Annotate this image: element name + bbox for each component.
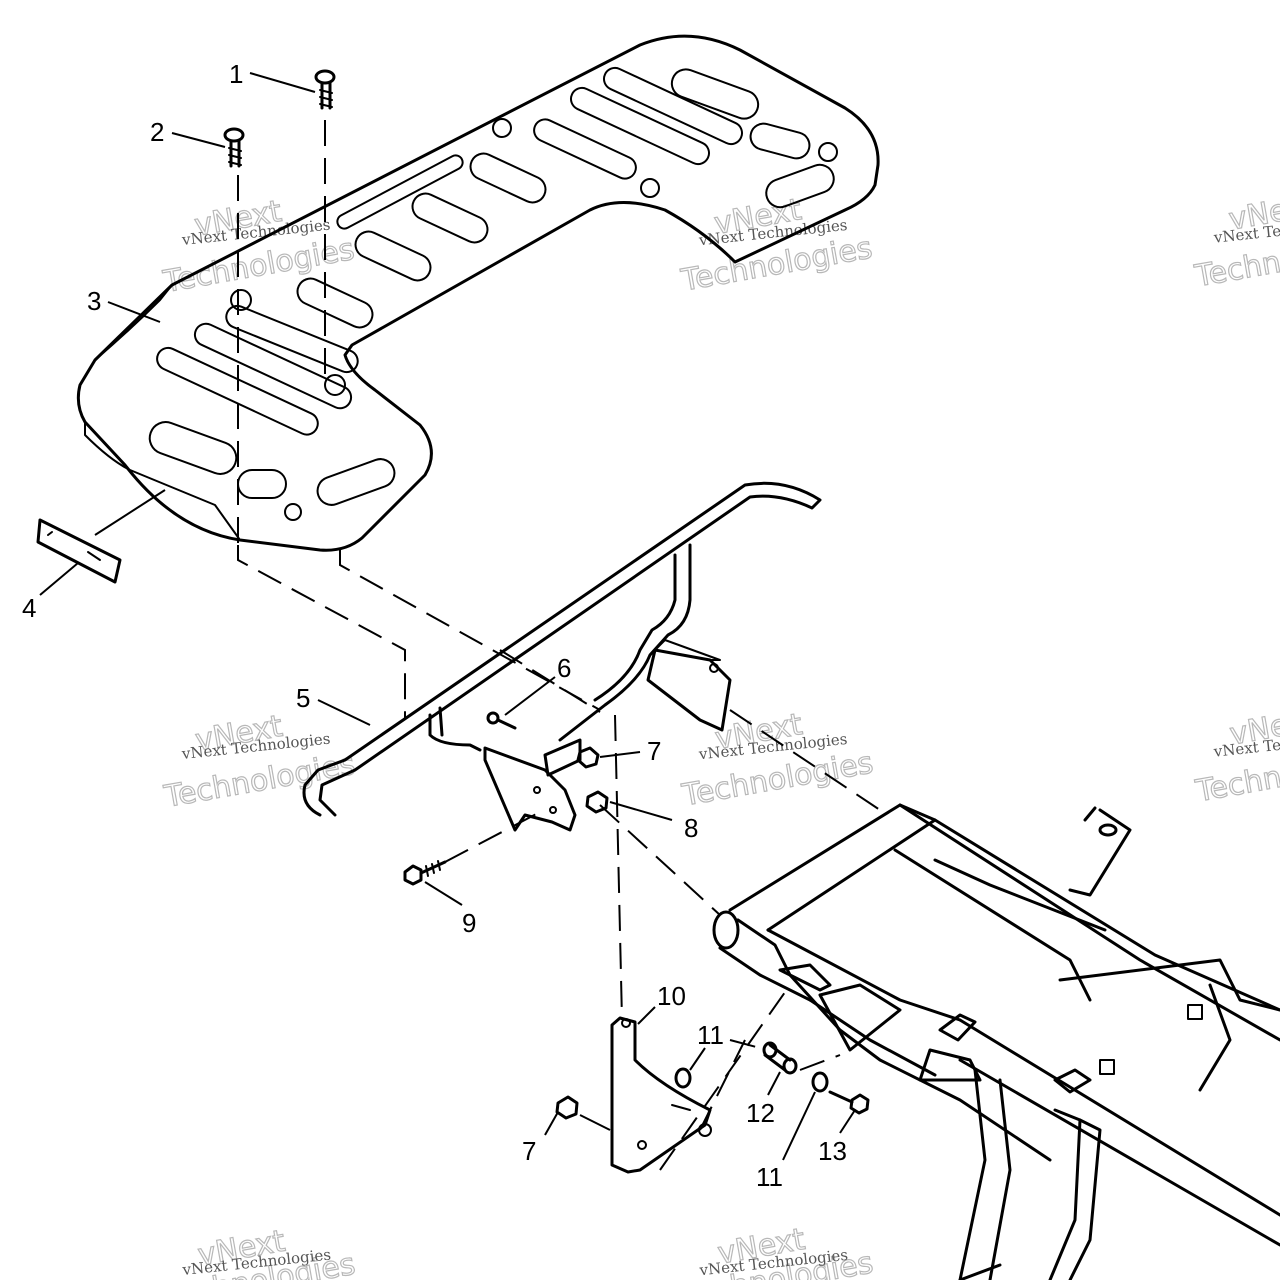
washer-11b <box>811 1071 829 1093</box>
callout-7-lower: 7 <box>522 1136 536 1166</box>
screw-2 <box>223 127 245 168</box>
decal <box>36 518 122 584</box>
lower-bracket <box>610 1016 712 1174</box>
callout-7: 7 <box>647 736 661 766</box>
leader-lines <box>39 72 856 1161</box>
callout-3: 3 <box>87 286 101 316</box>
bolt-6 <box>486 711 517 730</box>
callout-2: 2 <box>150 117 164 147</box>
screw-1 <box>314 69 336 110</box>
callout-4: 4 <box>22 593 36 623</box>
bracket-right <box>646 639 732 732</box>
callout-11-lower: 11 <box>756 1162 783 1192</box>
rack-outline <box>76 34 880 552</box>
callout-5: 5 <box>296 683 310 713</box>
callout-11-upper: 11 <box>697 1020 724 1050</box>
nut-7 <box>576 746 600 769</box>
washer-11a <box>674 1067 692 1089</box>
spacer-12 <box>762 1041 798 1075</box>
callout-10: 10 <box>657 981 686 1011</box>
nut-7b <box>555 1095 579 1120</box>
bolt-13 <box>828 1090 870 1115</box>
vehicle-frame <box>712 803 1280 1280</box>
callout-13: 13 <box>818 1136 847 1166</box>
callout-6: 6 <box>557 653 571 683</box>
rear-rack <box>76 34 880 552</box>
crossmember <box>728 803 937 932</box>
callout-12: 12 <box>746 1098 775 1128</box>
nut-8 <box>585 790 609 814</box>
bolt-9 <box>403 860 447 886</box>
rack-rim <box>84 421 241 541</box>
callout-9: 9 <box>462 908 476 938</box>
support-bar <box>302 481 822 817</box>
callout-8: 8 <box>684 813 698 843</box>
callout-1: 1 <box>229 59 243 89</box>
